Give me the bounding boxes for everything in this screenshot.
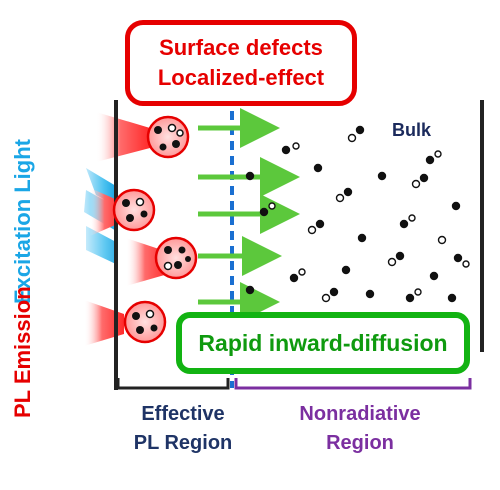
nonradiative-line1: Nonradiative: [299, 403, 421, 425]
rapid-diffusion-callout: Rapid inward-diffusion: [176, 312, 470, 374]
bulk-label: Bulk: [392, 120, 432, 140]
surface-defects-line2: Localized-effect: [157, 65, 325, 90]
effective-line1: Effective: [141, 403, 225, 425]
nonradiative-region-bracket: [234, 378, 472, 390]
nonradiative-line2: Region: [326, 432, 394, 454]
surface-defects-line1: Surface defects: [159, 35, 323, 60]
effective-region-bracket: [116, 378, 230, 390]
surface-defects-callout: Surface defects Localized-effect: [125, 20, 357, 106]
effective-region-label: Effective PL Region: [118, 400, 248, 458]
excitation-light-label: Excitation Light: [10, 139, 35, 304]
defect-cluster-icon: [112, 115, 198, 344]
pl-emission-label: PL Emission: [10, 286, 35, 418]
carrier-pair-icon: [245, 125, 470, 303]
effective-line2: PL Region: [133, 432, 233, 454]
rapid-diffusion-text: Rapid inward-diffusion: [198, 329, 448, 356]
diffusion-arrow-icon: [198, 108, 300, 322]
nonradiative-region-label: Nonradiative Region: [270, 400, 450, 458]
